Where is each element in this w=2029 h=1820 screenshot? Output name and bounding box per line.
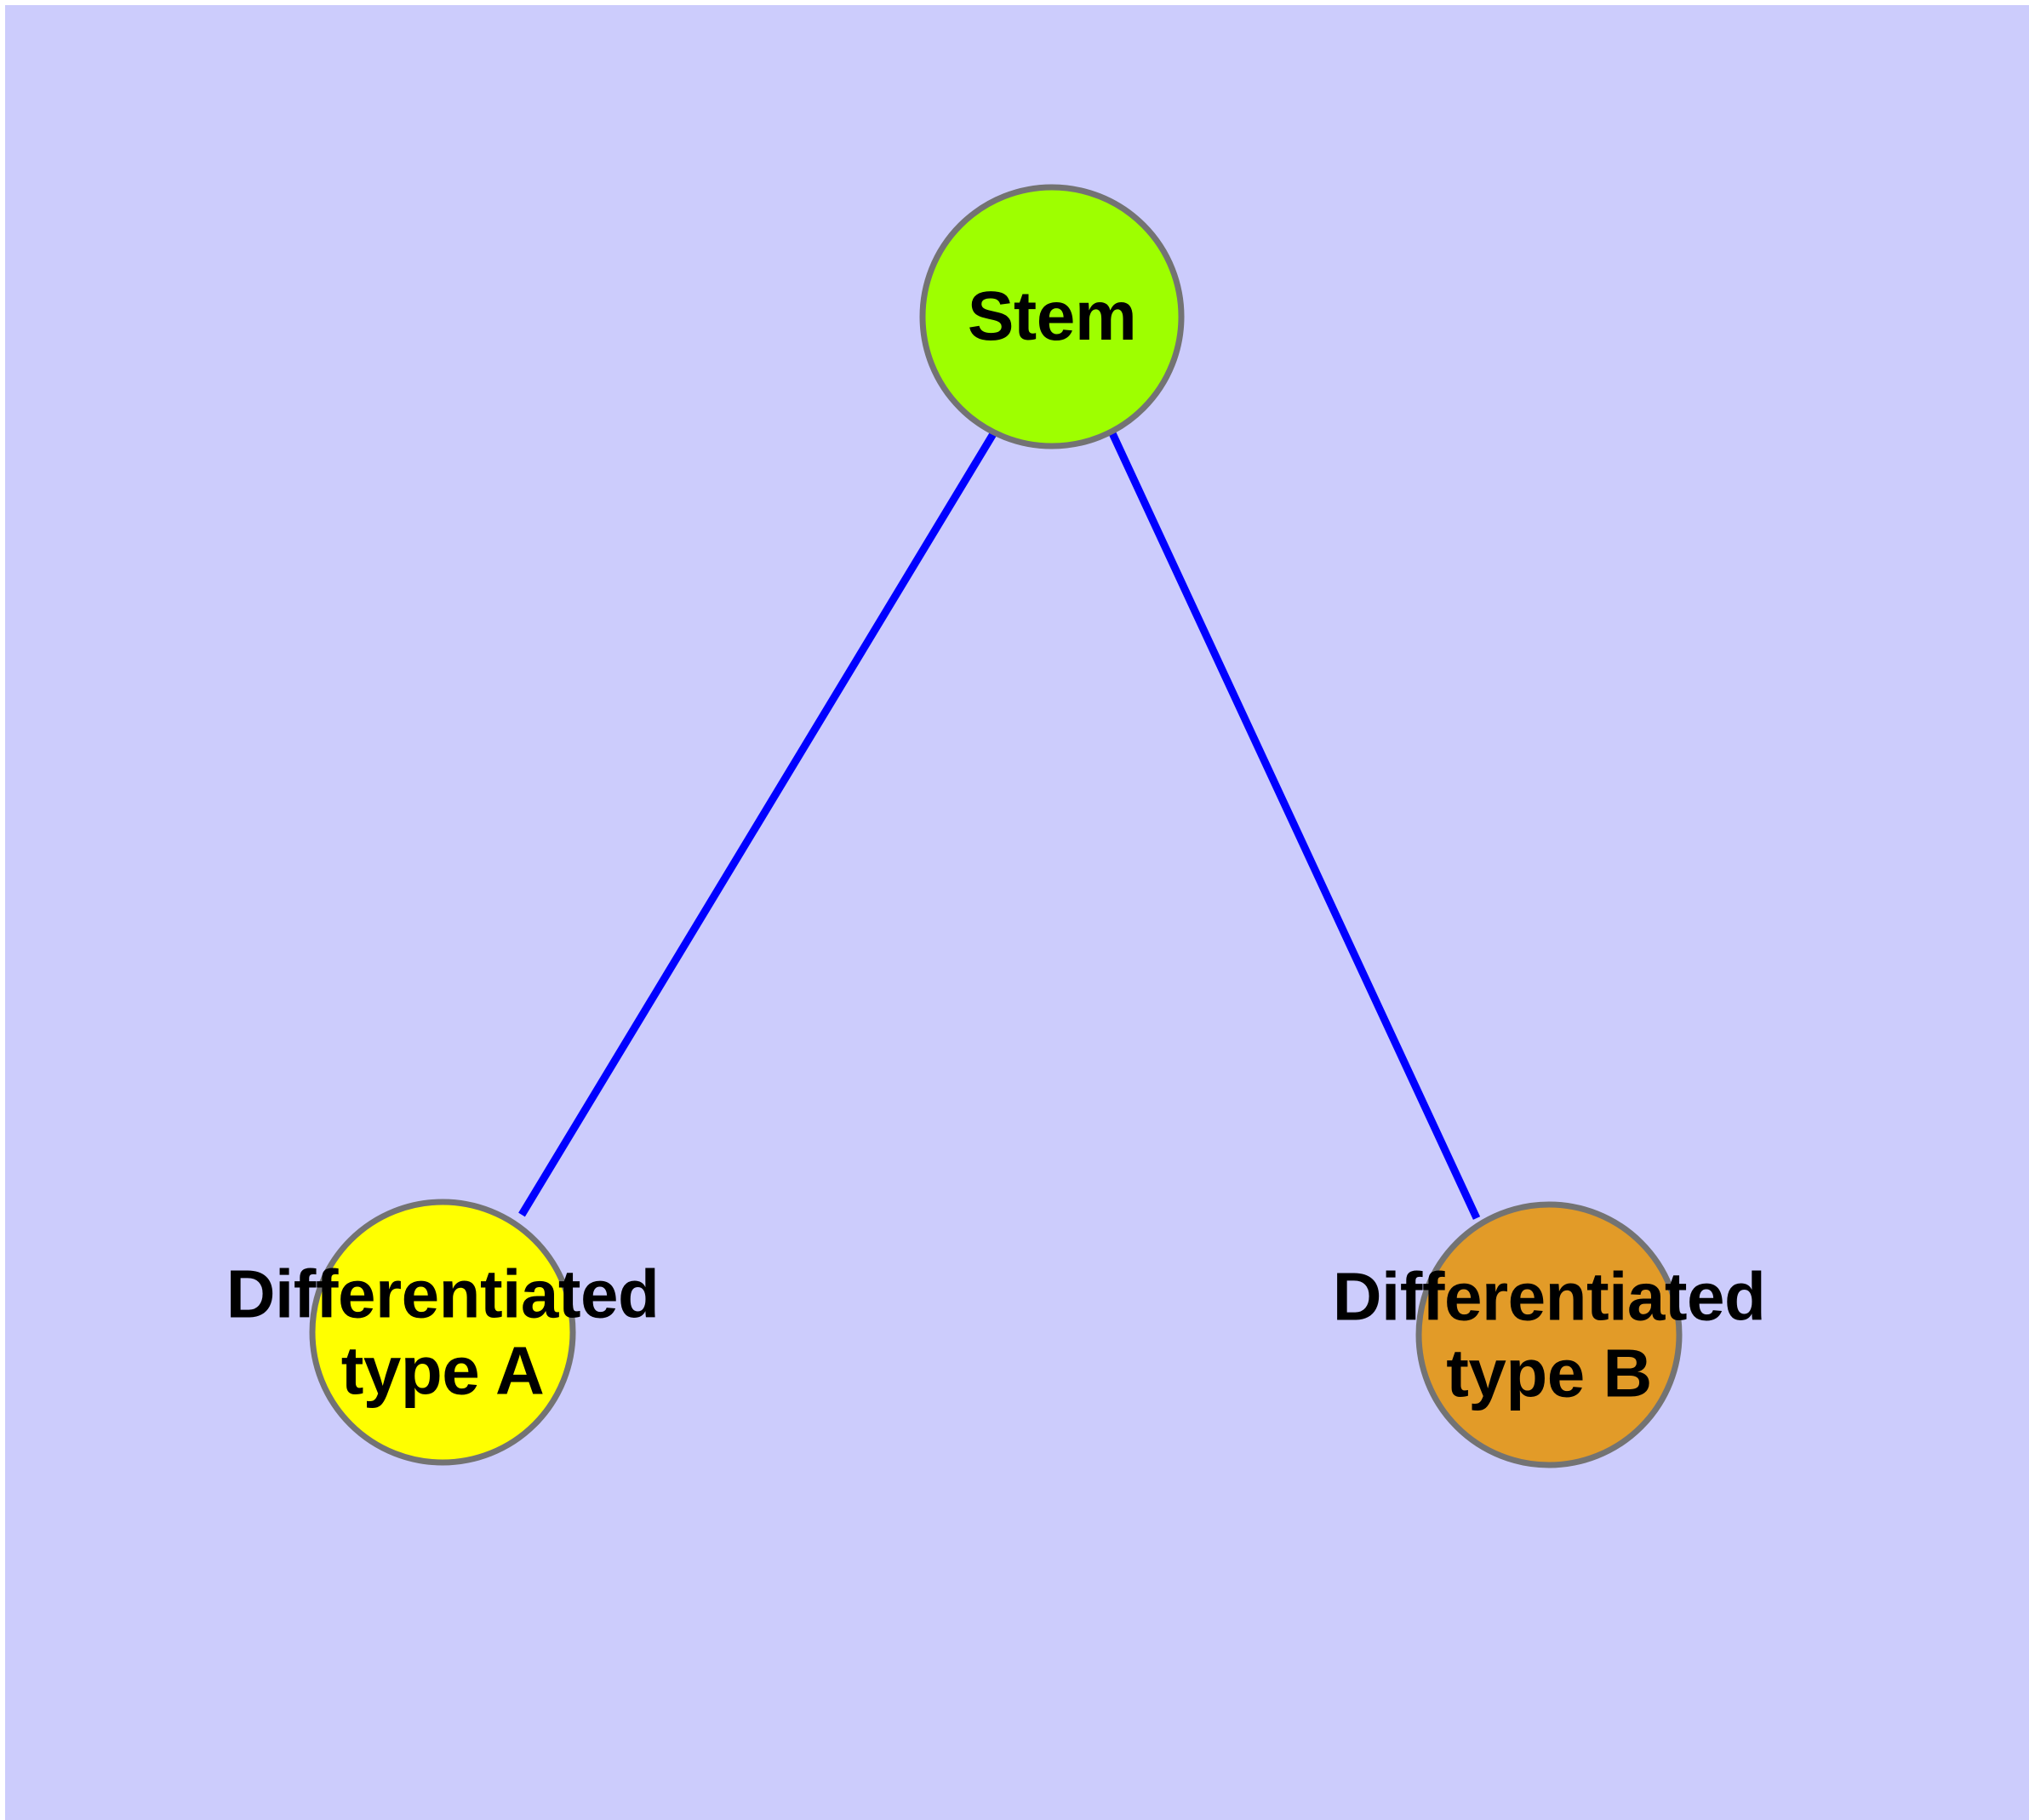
node-differentiated-type-b[interactable] xyxy=(1415,1201,1683,1468)
node-differentiated-type-a[interactable] xyxy=(309,1199,576,1466)
edge-stem-to-differentiated-type-a[interactable] xyxy=(518,430,997,1217)
edges-layer xyxy=(518,430,1481,1220)
nodes-layer xyxy=(309,184,1683,1468)
node-stem[interactable] xyxy=(919,184,1185,449)
edge-stem-to-differentiated-type-b[interactable] xyxy=(1108,432,1481,1220)
